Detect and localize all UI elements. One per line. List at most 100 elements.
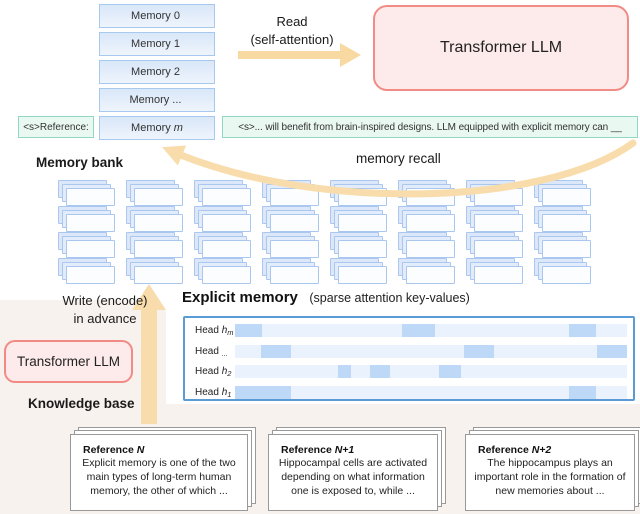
memory-box-label: Memory: [131, 122, 171, 134]
attention-segment: [260, 344, 292, 358]
memory-item-stack: [534, 180, 591, 206]
head-label-pre: Head: [195, 386, 222, 398]
attention-segment: [463, 344, 494, 358]
transformer-llm-left-label: Transformer LLM: [16, 354, 121, 369]
memory-item-stack: [330, 232, 387, 258]
memory-item-layer: [338, 240, 387, 258]
memory-item-stack: [194, 258, 251, 284]
explicit-memory-subtitle: (sparse attention key-values): [309, 291, 470, 305]
memory-item-layer: [270, 240, 319, 258]
memory-item-stack: [262, 206, 319, 232]
attention-segment: [235, 324, 263, 337]
card-front: Reference N+1 Hippocampal cells are acti…: [268, 434, 438, 511]
card-body: Hippocampal cells are activated dependin…: [278, 457, 428, 497]
memory-bank-grid: [58, 180, 598, 285]
attention-segment: [438, 365, 461, 378]
write-label-line2: in advance: [73, 310, 137, 326]
memory-bank-label: Memory bank: [36, 155, 124, 170]
memory-item-stack: [194, 180, 251, 206]
memory-box-index: m: [173, 122, 183, 134]
head-row-1: Head h1: [185, 385, 633, 399]
memory-item-layer: [202, 240, 251, 258]
memory-item-layer: [202, 214, 251, 232]
attention-segment: [596, 344, 627, 358]
card-title-pre: Reference: [478, 444, 532, 456]
head-label-pre: Head: [195, 325, 222, 336]
memory-item-stack: [534, 258, 591, 284]
memory-item-stack: [194, 206, 251, 232]
reference-tag-text: <s>Reference:: [23, 121, 89, 133]
memory-item-stack: [58, 258, 115, 284]
transformer-llm-left-box: Transformer LLM: [4, 340, 133, 383]
read-label-line1: Read: [276, 14, 308, 29]
card-title: Reference N+2: [466, 435, 634, 457]
memory-item-layer: [474, 188, 523, 206]
memory-item-layer: [542, 188, 591, 206]
memory-box-0: Memory 0: [99, 4, 215, 28]
attention-strip: [235, 365, 627, 378]
head-row-label: Head ...: [195, 345, 228, 358]
memory-item-layer: [134, 240, 183, 258]
memory-item-stack: [330, 258, 387, 284]
explicit-memory-title: Explicit memory (sparse attention key-va…: [182, 289, 470, 307]
attention-strip: [235, 344, 627, 358]
memory-item-layer: [338, 188, 387, 206]
head-label-h: h: [221, 325, 228, 336]
memory-item-layer: [270, 214, 319, 232]
card-body: The hippocampus plays an important role …: [474, 457, 626, 497]
memory-item-stack: [466, 206, 523, 232]
attention-segment: [569, 324, 596, 337]
card-title-pre: Reference: [83, 444, 137, 456]
reference-card-n2: Reference N+2 The hippocampus plays an i…: [465, 427, 640, 511]
memory-item-layer: [474, 240, 523, 258]
memory-item-stack: [398, 180, 455, 206]
head-label-sub: m: [227, 328, 234, 337]
context-text: <s>... will benefit from brain-inspired …: [238, 121, 622, 133]
card-front: Reference N Explicit memory is one of th…: [70, 434, 248, 511]
memory-item-layer: [542, 240, 591, 258]
read-arrow-label: Read (self-attention): [232, 13, 352, 48]
write-label-line1: Write (encode): [62, 293, 148, 308]
memory-recall-label: memory recall: [356, 151, 441, 166]
memory-item-layer: [66, 214, 115, 232]
explicit-memory-title-text: Explicit memory: [182, 289, 298, 306]
memory-item-stack: [398, 206, 455, 232]
memory-box-label: Memory ...: [129, 94, 182, 106]
head-label-pre: Head: [195, 366, 222, 377]
memory-item-stack: [126, 206, 183, 232]
head-row-ellipsis: Head ...: [185, 344, 633, 358]
read-label-line2: (self-attention): [250, 31, 334, 47]
head-row-label: Head h2: [195, 365, 231, 378]
card-title-var: N+1: [334, 444, 355, 456]
memory-item-layer: [406, 240, 455, 258]
memory-box-ellipsis: Memory ...: [99, 88, 215, 112]
memory-item-layer: [474, 214, 523, 232]
memory-box-label: Memory 2: [131, 66, 180, 78]
memory-item-layer: [270, 266, 319, 284]
memory-item-stack: [126, 232, 183, 258]
card-title: Reference N: [71, 435, 247, 457]
memory-item-stack: [398, 232, 455, 258]
memory-item-layer: [406, 188, 455, 206]
memory-item-stack: [466, 232, 523, 258]
head-row-label: Head hm: [195, 324, 234, 337]
attention-segment: [401, 324, 435, 337]
head-row-label: Head h1: [195, 386, 231, 399]
memory-item-stack: [58, 206, 115, 232]
context-text-box: <s>... will benefit from brain-inspired …: [222, 116, 638, 138]
reference-tag-box: <s>Reference:: [18, 116, 94, 138]
memory-item-layer: [474, 266, 523, 284]
head-row-2: Head h2: [185, 365, 633, 378]
reference-card-n: Reference N Explicit memory is one of th…: [70, 427, 256, 511]
memory-item-stack: [262, 180, 319, 206]
memory-item-layer: [66, 240, 115, 258]
head-label-h: h: [221, 386, 228, 398]
head-label-sub: 1: [227, 389, 232, 399]
card-title-var: N+2: [531, 444, 552, 456]
memory-box-label: Memory 1: [131, 38, 180, 50]
explicit-memory-box: Head hm Head ... Head h2 Head h1: [183, 316, 635, 401]
memory-item-layer: [66, 266, 115, 284]
memory-item-layer: [134, 214, 183, 232]
memory-item-layer: [406, 214, 455, 232]
